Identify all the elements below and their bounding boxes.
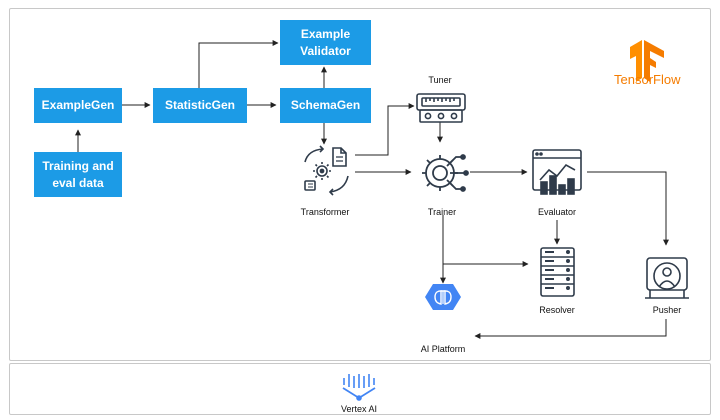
statisticgen-box[interactable]: StatisticGen: [153, 88, 247, 123]
training-data-label: Training and eval data: [42, 159, 114, 190]
schemagen-label: SchemaGen: [290, 98, 361, 113]
transformer-label: Transformer: [300, 207, 350, 217]
resolver-icon: [540, 247, 575, 297]
examplevalidator-box[interactable]: Example Validator: [280, 20, 371, 65]
training-data-box[interactable]: Training and eval data: [34, 152, 122, 197]
edge-pusher-aiplatform: [474, 319, 667, 339]
trainer-icon: [422, 154, 469, 192]
edge-transformer-tuner: [355, 103, 415, 156]
edge-evaluator-pusher: [587, 171, 669, 246]
examplegen-label: ExampleGen: [41, 98, 115, 113]
tensorflow-logo-icon: [630, 40, 664, 82]
evaluator-label: Evaluator: [537, 207, 577, 217]
schemagen-box[interactable]: SchemaGen: [280, 88, 371, 123]
pipeline-frame: [9, 8, 711, 361]
ai-platform-label: AI Platform: [420, 344, 466, 354]
evaluator-icon: [532, 149, 582, 195]
statisticgen-label: StatisticGen: [164, 98, 236, 113]
resolver-label: Resolver: [539, 305, 575, 315]
examplegen-box[interactable]: ExampleGen: [34, 88, 122, 123]
trainer-label: Trainer: [427, 207, 457, 217]
tensorflow-wordmark: TensorFlow: [614, 72, 681, 87]
vertex-ai-label: Vertex AI: [340, 404, 378, 414]
pusher-label: Pusher: [652, 305, 682, 315]
ai-platform-icon: [425, 284, 461, 310]
tuner-label: Tuner: [428, 75, 452, 85]
vertex-frame: [9, 363, 711, 415]
pusher-icon: [645, 257, 689, 299]
transformer-icon: [304, 145, 349, 196]
examplevalidator-label: Example Validator: [300, 27, 351, 58]
tuner-icon: [416, 93, 466, 123]
edge-statisticgen-validator: [198, 40, 279, 88]
vertex-ai-logo-icon: [342, 374, 376, 401]
